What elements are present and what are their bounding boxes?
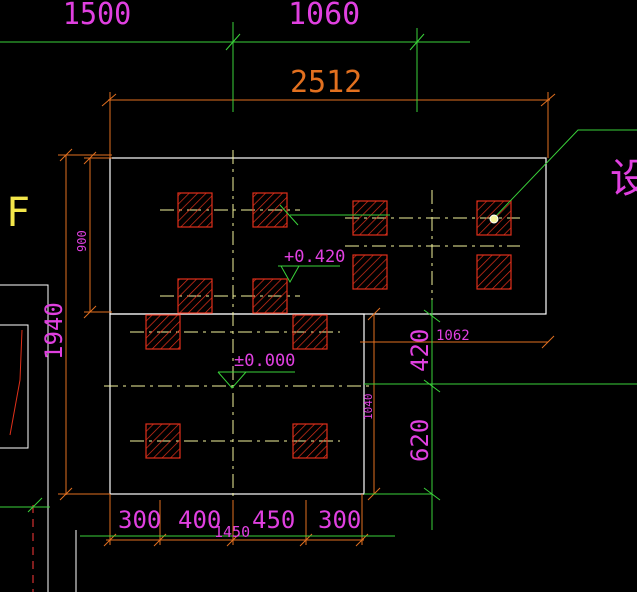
dimension-620: 620 — [406, 419, 434, 462]
bottom-dimension-1450: 1450 — [214, 523, 250, 541]
bottom-dimension-450: 450 — [252, 506, 295, 534]
elevation-markers — [217, 265, 340, 389]
dimension-1062: 1062 — [436, 328, 470, 344]
dimension-1040: 1040 — [362, 394, 375, 421]
upper-pile-cap-outline — [109, 157, 547, 315]
pile-square — [352, 254, 388, 290]
pile-square — [177, 192, 213, 228]
pile-square — [177, 278, 213, 314]
pile-square — [145, 423, 181, 459]
top-dimension-1500: 1500 — [63, 0, 132, 31]
bottom-dimension-400: 400 — [178, 506, 221, 534]
side-text-fragment: 设 — [610, 156, 637, 202]
dimension-420: 420 — [406, 329, 434, 372]
dimension-900: 900 — [75, 230, 89, 252]
pile-square — [352, 200, 388, 236]
bottom-dimension-300-right: 300 — [318, 506, 361, 534]
pile-square — [252, 278, 288, 314]
pile-square — [145, 314, 181, 350]
dimension-2512: 2512 — [290, 65, 362, 100]
axis-letter-f: F — [6, 190, 30, 236]
left-building-fragment — [0, 284, 77, 592]
top-dimension-1060: 1060 — [288, 0, 360, 32]
orange-dimensions — [58, 92, 556, 547]
pile-square — [292, 314, 328, 350]
pile-square — [292, 423, 328, 459]
pile-square — [476, 254, 512, 290]
dimension-1940: 1940 — [40, 302, 68, 360]
elevation-0-000: ±0.000 — [234, 351, 295, 371]
lower-pile-cap-outline — [109, 313, 365, 495]
pile-group — [145, 192, 512, 459]
green-dimensions — [0, 22, 637, 537]
bottom-dimension-300-left: 300 — [118, 506, 161, 534]
selection-grip-point[interactable] — [489, 214, 499, 224]
elevation-plus-0-420: +0.420 — [284, 247, 345, 267]
pile-square — [252, 192, 288, 228]
